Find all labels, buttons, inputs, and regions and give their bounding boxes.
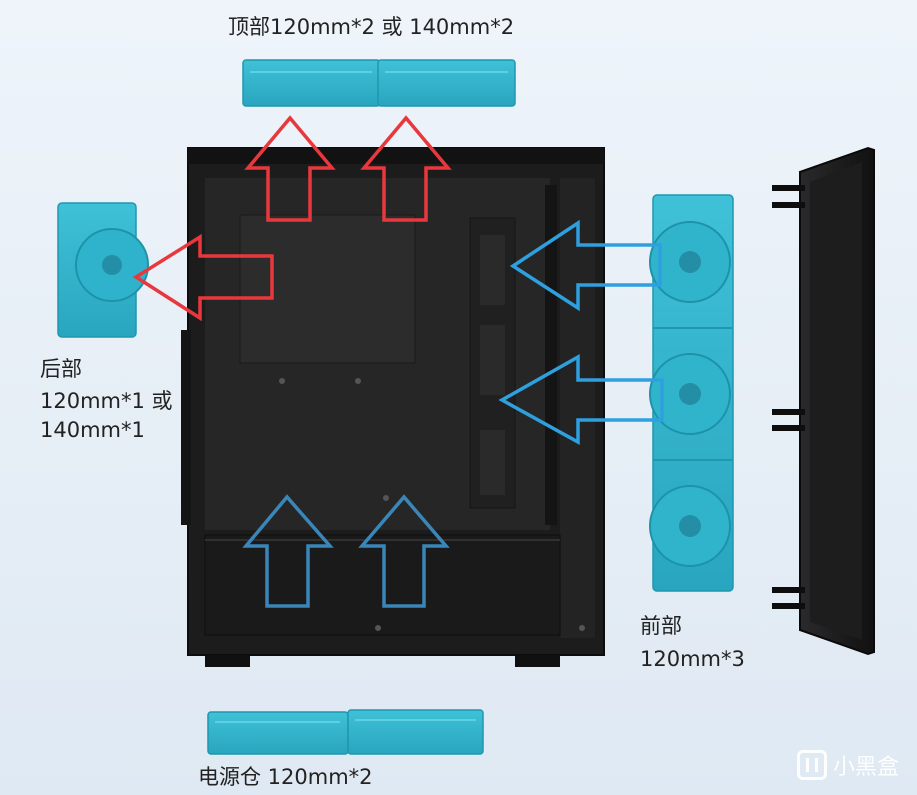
front-fan-size: 120mm*3 [640,647,745,671]
intake-arrow-icon [509,219,662,312]
top-fan-2 [377,59,516,107]
exhaust-arrow-icon [360,115,452,222]
psu-fan-label: 电源仓 120mm*2 [198,765,373,789]
top-fans [242,59,516,107]
psu-fan-2 [347,709,484,755]
top-fan-1 [242,59,381,107]
intake-arrow-icon [498,353,664,445]
watermark: 小黑盒 [796,749,899,781]
top-fan-label: 顶部120mm*2 或 140mm*2 [228,15,515,39]
intake-arrow-icon [242,494,334,608]
psu-fans [207,709,484,755]
exhaust-arrow-icon [244,115,336,222]
pc-case [181,147,605,667]
front-fans [649,194,734,592]
front-fan-title: 前部 [640,614,682,638]
rear-fan-title: 后部 [40,357,82,381]
intake-arrow-icon [358,494,450,608]
psu-fan-1 [207,711,349,755]
rear-fan-size-line2: 140mm*1 [40,418,145,442]
rear-fan [57,202,149,338]
front-panel [772,146,875,656]
rear-fan-size-line1: 120mm*1 或 [40,389,173,413]
exhaust-arrow-icon [132,233,274,322]
xiaoheihe-logo-icon [796,750,827,780]
watermark-text: 小黑盒 [832,755,899,780]
